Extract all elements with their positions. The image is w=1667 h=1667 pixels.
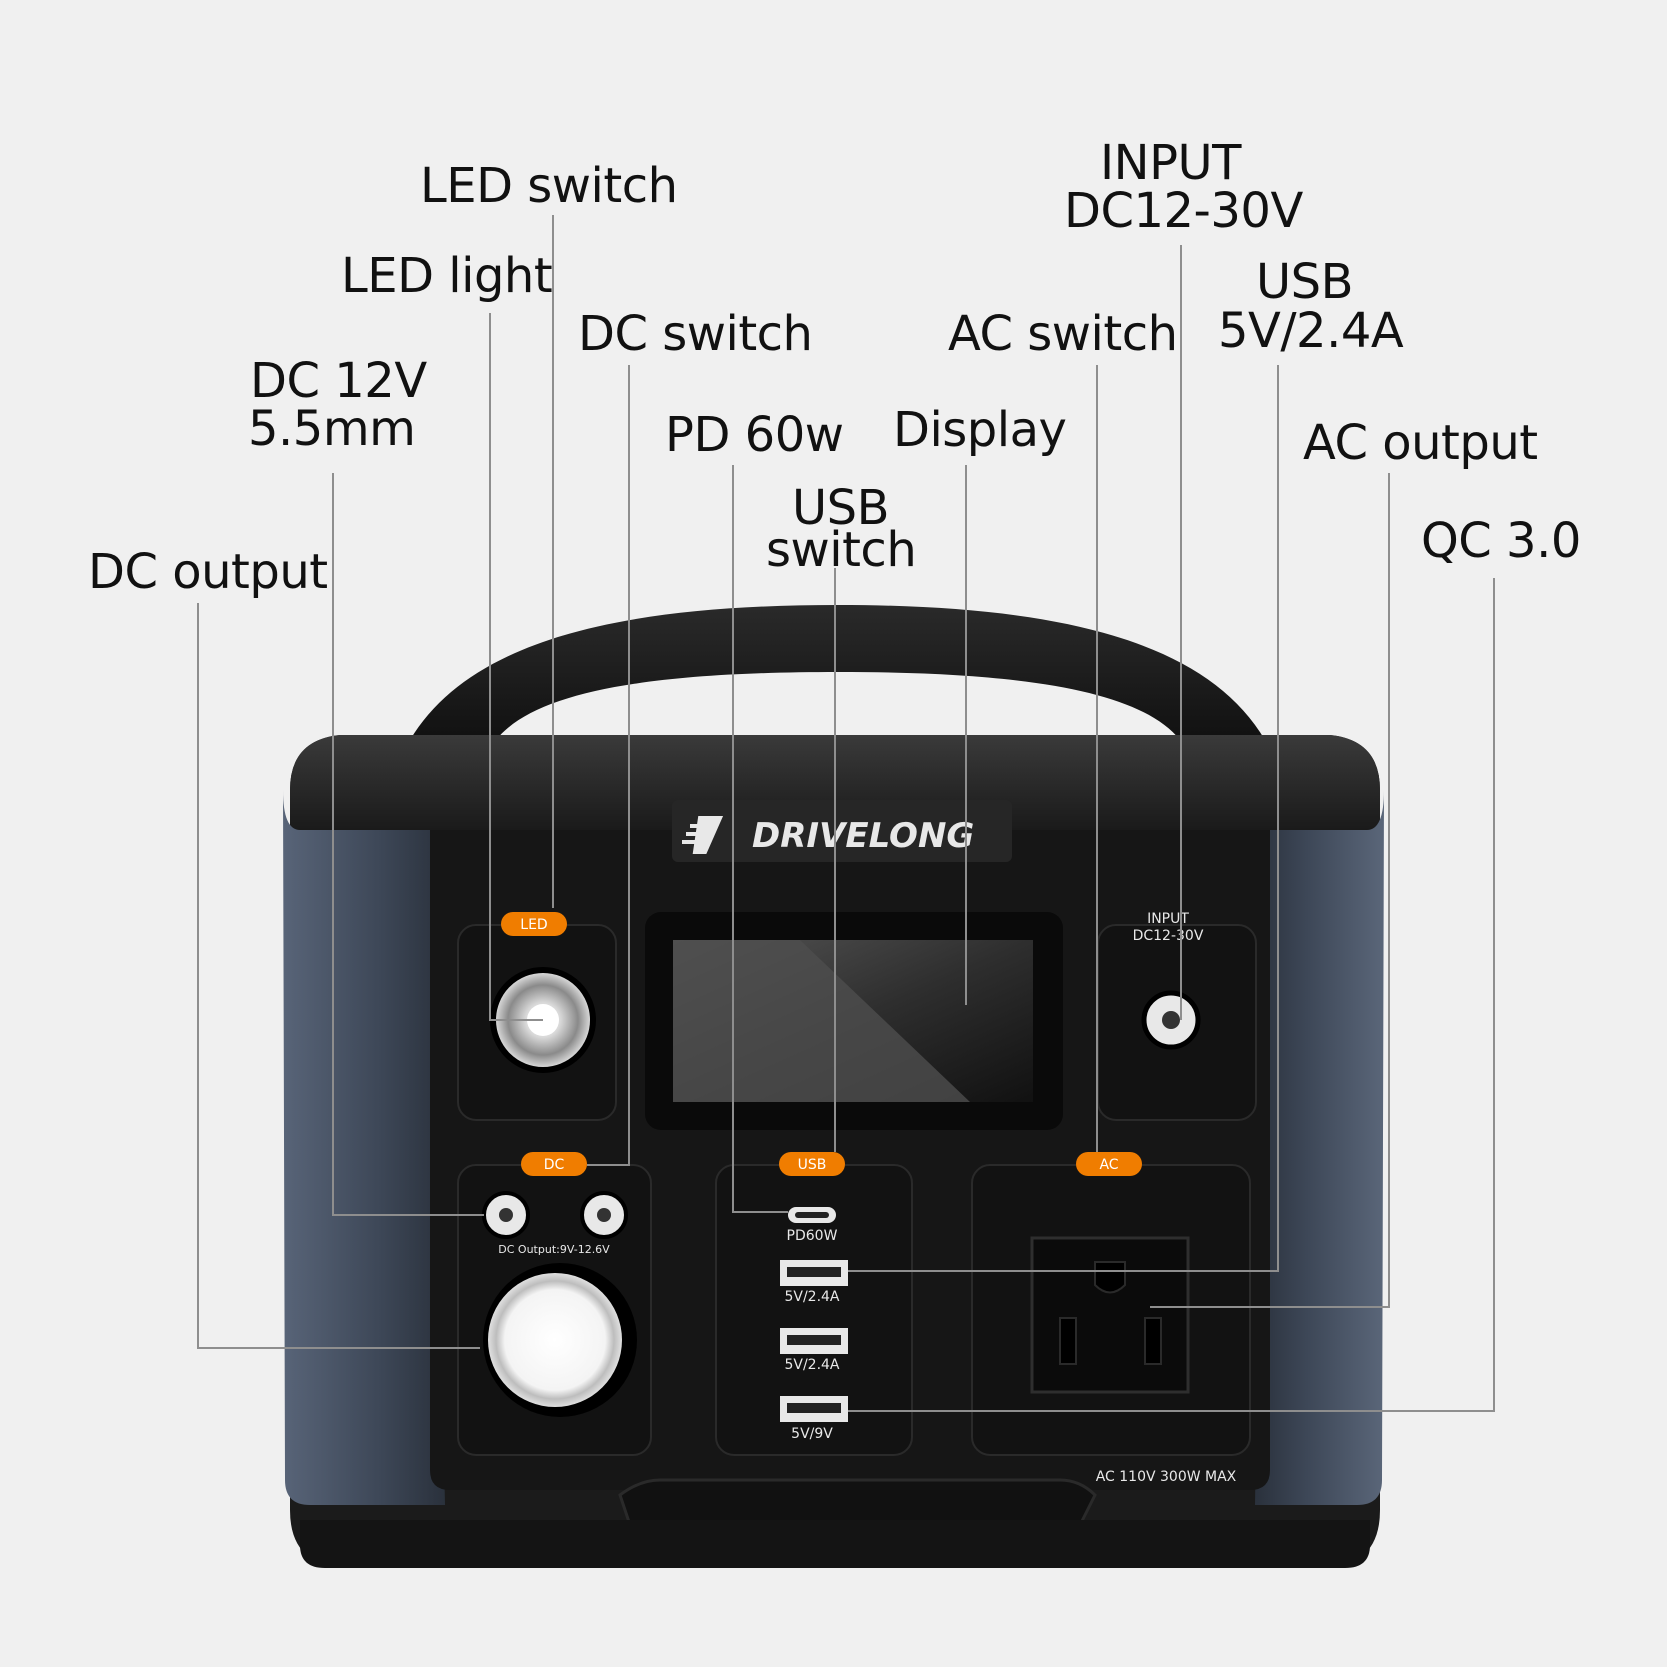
dc-button-label: DC bbox=[544, 1157, 565, 1173]
device-pd-label: PD60W bbox=[787, 1228, 838, 1244]
callout-usb-switch-line1: USB bbox=[792, 480, 890, 536]
ac-button-label: AC bbox=[1099, 1157, 1118, 1173]
device-input-label: INPUT bbox=[1147, 911, 1189, 927]
callout-ac-switch: AC switch bbox=[948, 306, 1178, 362]
device-ac-rating: AC 110V 300W MAX bbox=[1096, 1469, 1237, 1485]
leader-qc3 bbox=[848, 578, 1495, 1412]
callout-ac-output: AC output bbox=[1303, 415, 1538, 471]
led-button-label: LED bbox=[520, 917, 547, 933]
device-usb3-label: 5V/9V bbox=[791, 1426, 833, 1442]
callout-usb-switch-line2: switch bbox=[766, 522, 917, 578]
leader-pd-60w bbox=[732, 465, 788, 1213]
callout-display: Display bbox=[893, 402, 1067, 458]
callout-led-light: LED light bbox=[341, 248, 553, 304]
brand-logo: DRIVELONG bbox=[682, 816, 974, 856]
callout-dc-output: DC output bbox=[88, 544, 328, 600]
leader-dc-switch bbox=[587, 365, 630, 1166]
leader-lines bbox=[197, 215, 1495, 1412]
callout-dc-switch: DC switch bbox=[578, 306, 813, 362]
device-input-voltage-label: DC12-30V bbox=[1133, 928, 1204, 944]
callout-led-switch: LED switch bbox=[420, 158, 678, 214]
device-dc-output-label: DC Output:9V-12.6V bbox=[498, 1243, 610, 1256]
callout-input-line2: DC12-30V bbox=[1064, 183, 1303, 239]
callout-usb-line2: 5V/2.4A bbox=[1218, 303, 1404, 359]
usb-switch-button[interactable]: USB bbox=[779, 1152, 845, 1176]
device-usb1-label: 5V/2.4A bbox=[784, 1289, 839, 1305]
leader-ac-output bbox=[1150, 473, 1390, 1308]
callout-dc-12v-line1: DC 12V bbox=[250, 353, 427, 409]
dc-switch-button[interactable]: DC bbox=[521, 1152, 587, 1176]
ac-switch-button[interactable]: AC bbox=[1076, 1152, 1142, 1176]
carry-handle bbox=[410, 605, 1265, 740]
callout-dc-12v-line2: 5.5mm bbox=[248, 401, 416, 457]
callout-usb-line1: USB bbox=[1256, 254, 1354, 310]
device-usb2-label: 5V/2.4A bbox=[784, 1357, 839, 1373]
left-side-panel bbox=[283, 790, 445, 1505]
leader-dc-12v bbox=[332, 473, 484, 1216]
led-switch-button[interactable]: LED bbox=[501, 912, 567, 936]
callout-input-line1: INPUT bbox=[1100, 135, 1241, 191]
callout-pd-60w: PD 60w bbox=[665, 407, 844, 463]
right-side-panel bbox=[1255, 790, 1384, 1505]
usb-button-label: USB bbox=[798, 1157, 827, 1173]
brand-text: DRIVELONG bbox=[752, 816, 974, 856]
leader-usb-5v bbox=[848, 365, 1279, 1272]
callout-qc3: QC 3.0 bbox=[1421, 513, 1581, 569]
leader-led-light bbox=[489, 313, 543, 1021]
leader-dc-output bbox=[197, 603, 480, 1349]
